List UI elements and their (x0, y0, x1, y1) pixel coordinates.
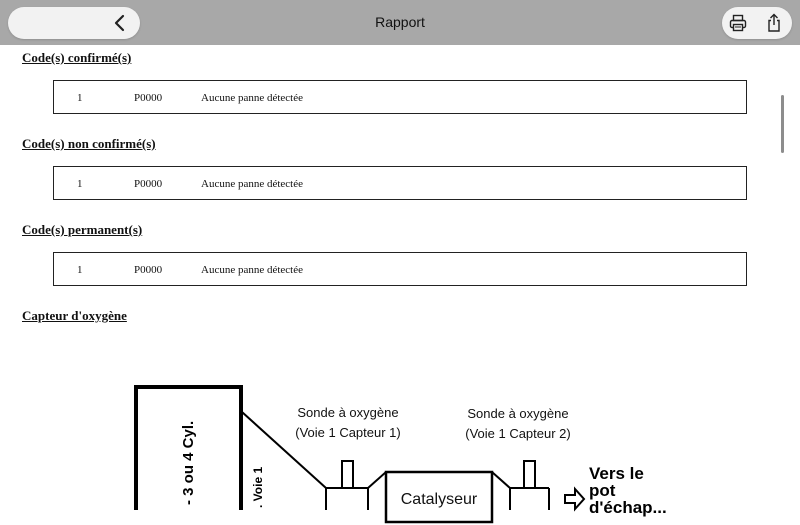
permanent-codes-heading: Code(s) permanent(s) (22, 222, 143, 237)
permanent-codes-row: 1 P0000 Aucune panne détectée (53, 252, 747, 286)
chevron-left-icon (114, 14, 125, 32)
printer-icon (729, 14, 747, 32)
row-description: Aucune panne détectée (201, 264, 303, 276)
engine-block (134, 385, 243, 510)
catalytic-converter (384, 470, 494, 524)
action-buttons-group (722, 7, 792, 39)
sensor2-line1: Sonde à oxygène (467, 406, 568, 421)
exhaust-arrow-icon (564, 486, 586, 512)
row-number: 1 (77, 92, 83, 104)
scrollbar[interactable] (781, 95, 784, 153)
row-number: 1 (77, 178, 83, 190)
row-code: P0000 (134, 178, 163, 190)
exhaust-line2: pot (589, 481, 616, 500)
unconfirmed-codes-heading: Code(s) non confirmé(s) (22, 136, 156, 151)
catalyst-label: Catalyseur (401, 491, 478, 508)
sensor2-line2: (Voie 1 Capteur 2) (465, 426, 571, 441)
unconfirmed-codes-row: 1 P0000 Aucune panne détectée (53, 166, 747, 200)
share-icon (768, 13, 780, 32)
back-button[interactable] (8, 7, 140, 39)
row-code: P0000 (134, 264, 163, 276)
oxygen-sensor-diagram: - 3 ou 4 Cyl. . Voie 1 Sonde à oxygène (… (0, 330, 800, 525)
row-description: Aucune panne détectée (201, 178, 303, 190)
oxygen-sensor-1 (341, 460, 354, 489)
exhaust-line1: Vers le (589, 464, 644, 483)
confirmed-codes-heading: Code(s) confirmé(s) (22, 50, 132, 65)
engine-label: - 3 ou 4 Cyl. (180, 421, 197, 505)
bank-label: . Voie 1 (251, 467, 265, 508)
sensor1-line2: (Voie 1 Capteur 1) (295, 425, 401, 440)
page-title: Rapport (375, 14, 425, 30)
row-number: 1 (77, 264, 83, 276)
print-button[interactable] (726, 11, 750, 35)
exhaust-pipe (241, 411, 327, 489)
row-code: P0000 (134, 92, 163, 104)
oxygen-sensor-heading: Capteur d'oxygène (22, 308, 127, 323)
exhaust-line3: d'échap... (589, 498, 667, 517)
navigation-bar: Rapport (0, 0, 800, 45)
sensor1-line1: Sonde à oxygène (297, 405, 398, 420)
share-button[interactable] (762, 11, 786, 35)
oxygen-sensor-2 (523, 460, 536, 489)
confirmed-codes-row: 1 P0000 Aucune panne détectée (53, 80, 747, 114)
row-description: Aucune panne détectée (201, 92, 303, 104)
